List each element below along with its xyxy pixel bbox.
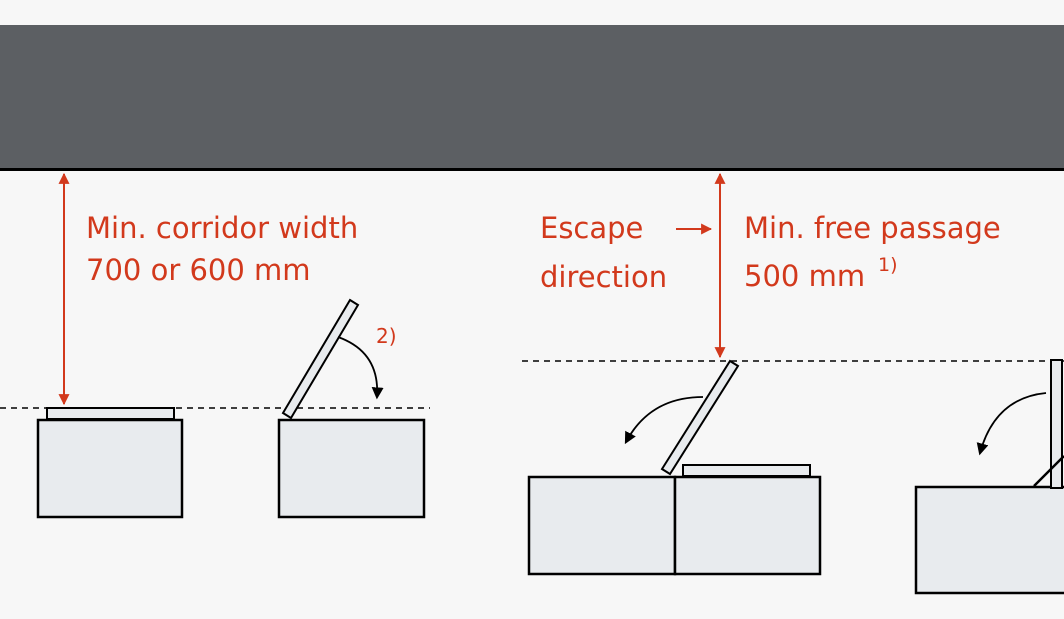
door-swing-arrow-middle — [624, 396, 704, 445]
free-passage-value: 500 mm — [744, 259, 866, 293]
door-hinge-line — [1033, 455, 1064, 487]
corridor-width-value: 700 or 600 mm — [86, 253, 311, 287]
open-door-panel-middle — [660, 359, 740, 476]
closed-door-panel — [46, 407, 175, 420]
direction-label: direction — [540, 260, 668, 294]
footnote-1-marker: 1) — [878, 254, 898, 276]
door-swing-arrow-right — [976, 392, 1047, 456]
free-passage-label: Min. free passage — [744, 211, 1001, 245]
cabinet-far-right — [914, 485, 1064, 595]
corridor-width-label: Min. corridor width — [86, 211, 359, 245]
wall — [0, 25, 1064, 171]
escape-label: Escape — [540, 211, 644, 245]
footnote-2-marker: 2) — [376, 324, 397, 348]
open-door-panel-left — [281, 298, 360, 420]
cabinet-pair-left — [527, 475, 677, 576]
open-door-panel-right — [1050, 359, 1063, 489]
cabinet-open-door-left — [277, 418, 426, 519]
closed-door-panel-right — [682, 464, 811, 477]
cabinet-closed-door — [36, 418, 184, 519]
door-swing-arrow-left — [337, 336, 384, 400]
cabinet-pair-right — [673, 475, 822, 576]
